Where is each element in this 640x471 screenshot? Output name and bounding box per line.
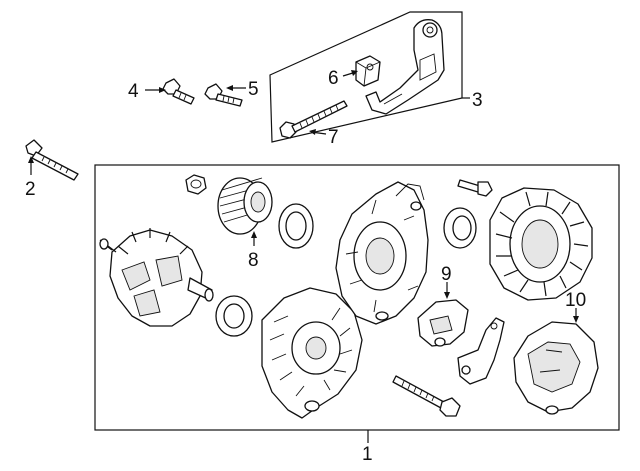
callout-6: 6: [328, 68, 339, 89]
bushing-block: [355, 55, 381, 87]
front-housing: [261, 287, 363, 419]
callout-8-arrow: [251, 231, 257, 238]
callout-7-arrow: [309, 129, 316, 135]
terminal-bolt: [457, 179, 493, 197]
pulley-seal: [278, 203, 314, 249]
pulley-nut: [185, 174, 207, 195]
callout-10-arrow: [573, 316, 579, 323]
callout-7: 7: [328, 127, 339, 148]
callout-6-arrow: [351, 70, 358, 76]
callout-9-arrow: [444, 292, 450, 299]
callout-5: 5: [248, 79, 259, 100]
callout-2-arrow: [28, 156, 34, 163]
front-bearing: [215, 295, 253, 337]
rear-housing: [335, 181, 429, 325]
bolt-short-5: [204, 83, 243, 107]
callout-9: 9: [441, 264, 452, 285]
through-bolt: [392, 375, 461, 417]
rotor: [99, 228, 214, 327]
alternator-assembly-frame: [94, 164, 620, 431]
mounting-bracket: [365, 19, 445, 115]
voltage-regulator: [417, 299, 469, 347]
rear-cover: [513, 321, 599, 415]
bracket-bolt: [279, 100, 348, 139]
callout-5-arrow: [226, 85, 233, 91]
callout-3: 3: [472, 90, 483, 111]
callout-8: 8: [248, 250, 259, 271]
bracket-kit-frame: [269, 11, 463, 143]
callout-2: 2: [25, 179, 36, 200]
pulley: [217, 177, 273, 235]
bolt-short-4: [162, 78, 195, 105]
bolt-long: [25, 139, 79, 181]
stator: [489, 187, 593, 301]
rear-bearing: [443, 207, 477, 249]
callout-4-arrow: [159, 87, 166, 93]
callout-4: 4: [128, 81, 139, 102]
brush-holder: [457, 317, 505, 385]
callout-1: 1: [362, 444, 373, 465]
callout-10: 10: [565, 290, 586, 311]
